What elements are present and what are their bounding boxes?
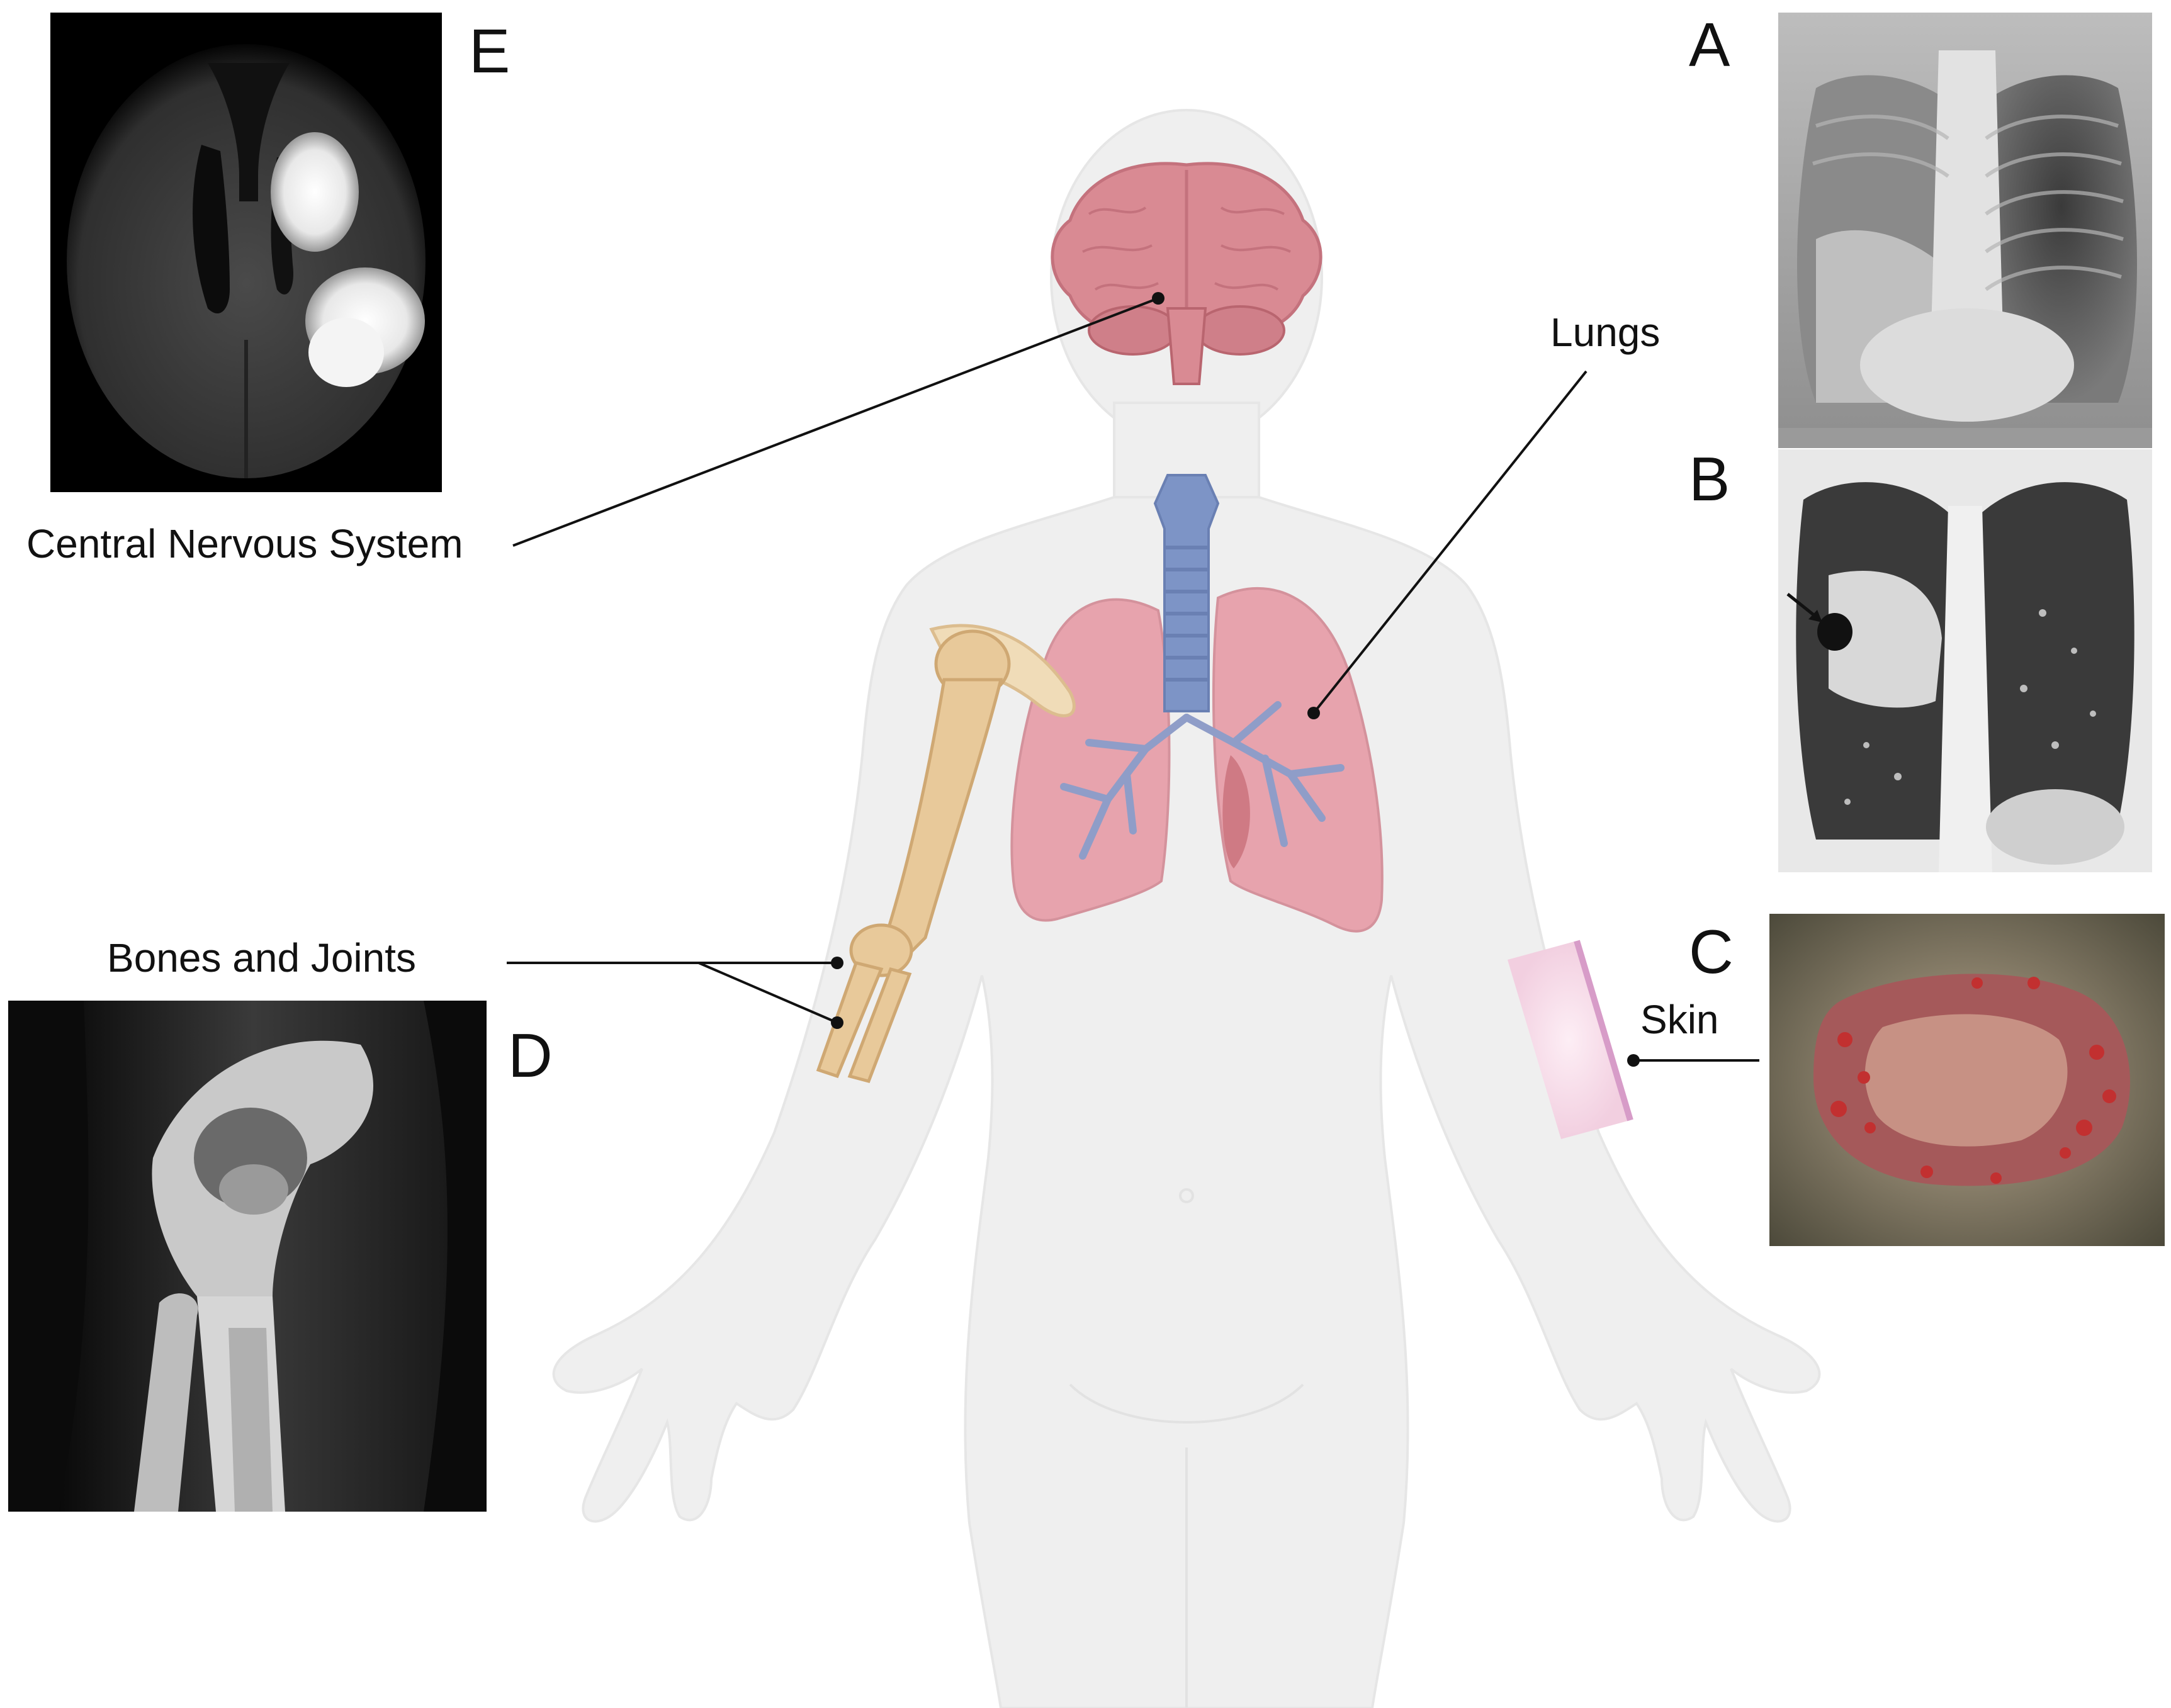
- label-lungs: Lungs: [1550, 310, 1661, 355]
- arm-bones: [816, 624, 1076, 1083]
- panel-d-elbow-ct: [8, 1001, 487, 1512]
- panel-c-skin-lesion: [1769, 914, 2165, 1246]
- body-contours: [1069, 1188, 1304, 1708]
- panel-e-brain-mri: [50, 13, 442, 492]
- label-skin: Skin: [1640, 997, 1719, 1042]
- panel-a-chest-xray: [1778, 13, 2152, 448]
- panel-letter-a: A: [1689, 10, 1730, 79]
- panel-letter-e: E: [469, 16, 510, 86]
- panel-letter-d: D: [508, 1021, 553, 1090]
- panel-b-coronal-ct: [1778, 449, 2152, 872]
- panel-letter-b: B: [1689, 444, 1730, 514]
- label-central-nervous-system: Central Nervous System: [26, 521, 463, 566]
- trachea: [1153, 474, 1220, 712]
- skin-patch: [1508, 940, 1633, 1139]
- label-bones-and-joints: Bones and Joints: [107, 935, 416, 980]
- panel-letter-c: C: [1689, 917, 1734, 986]
